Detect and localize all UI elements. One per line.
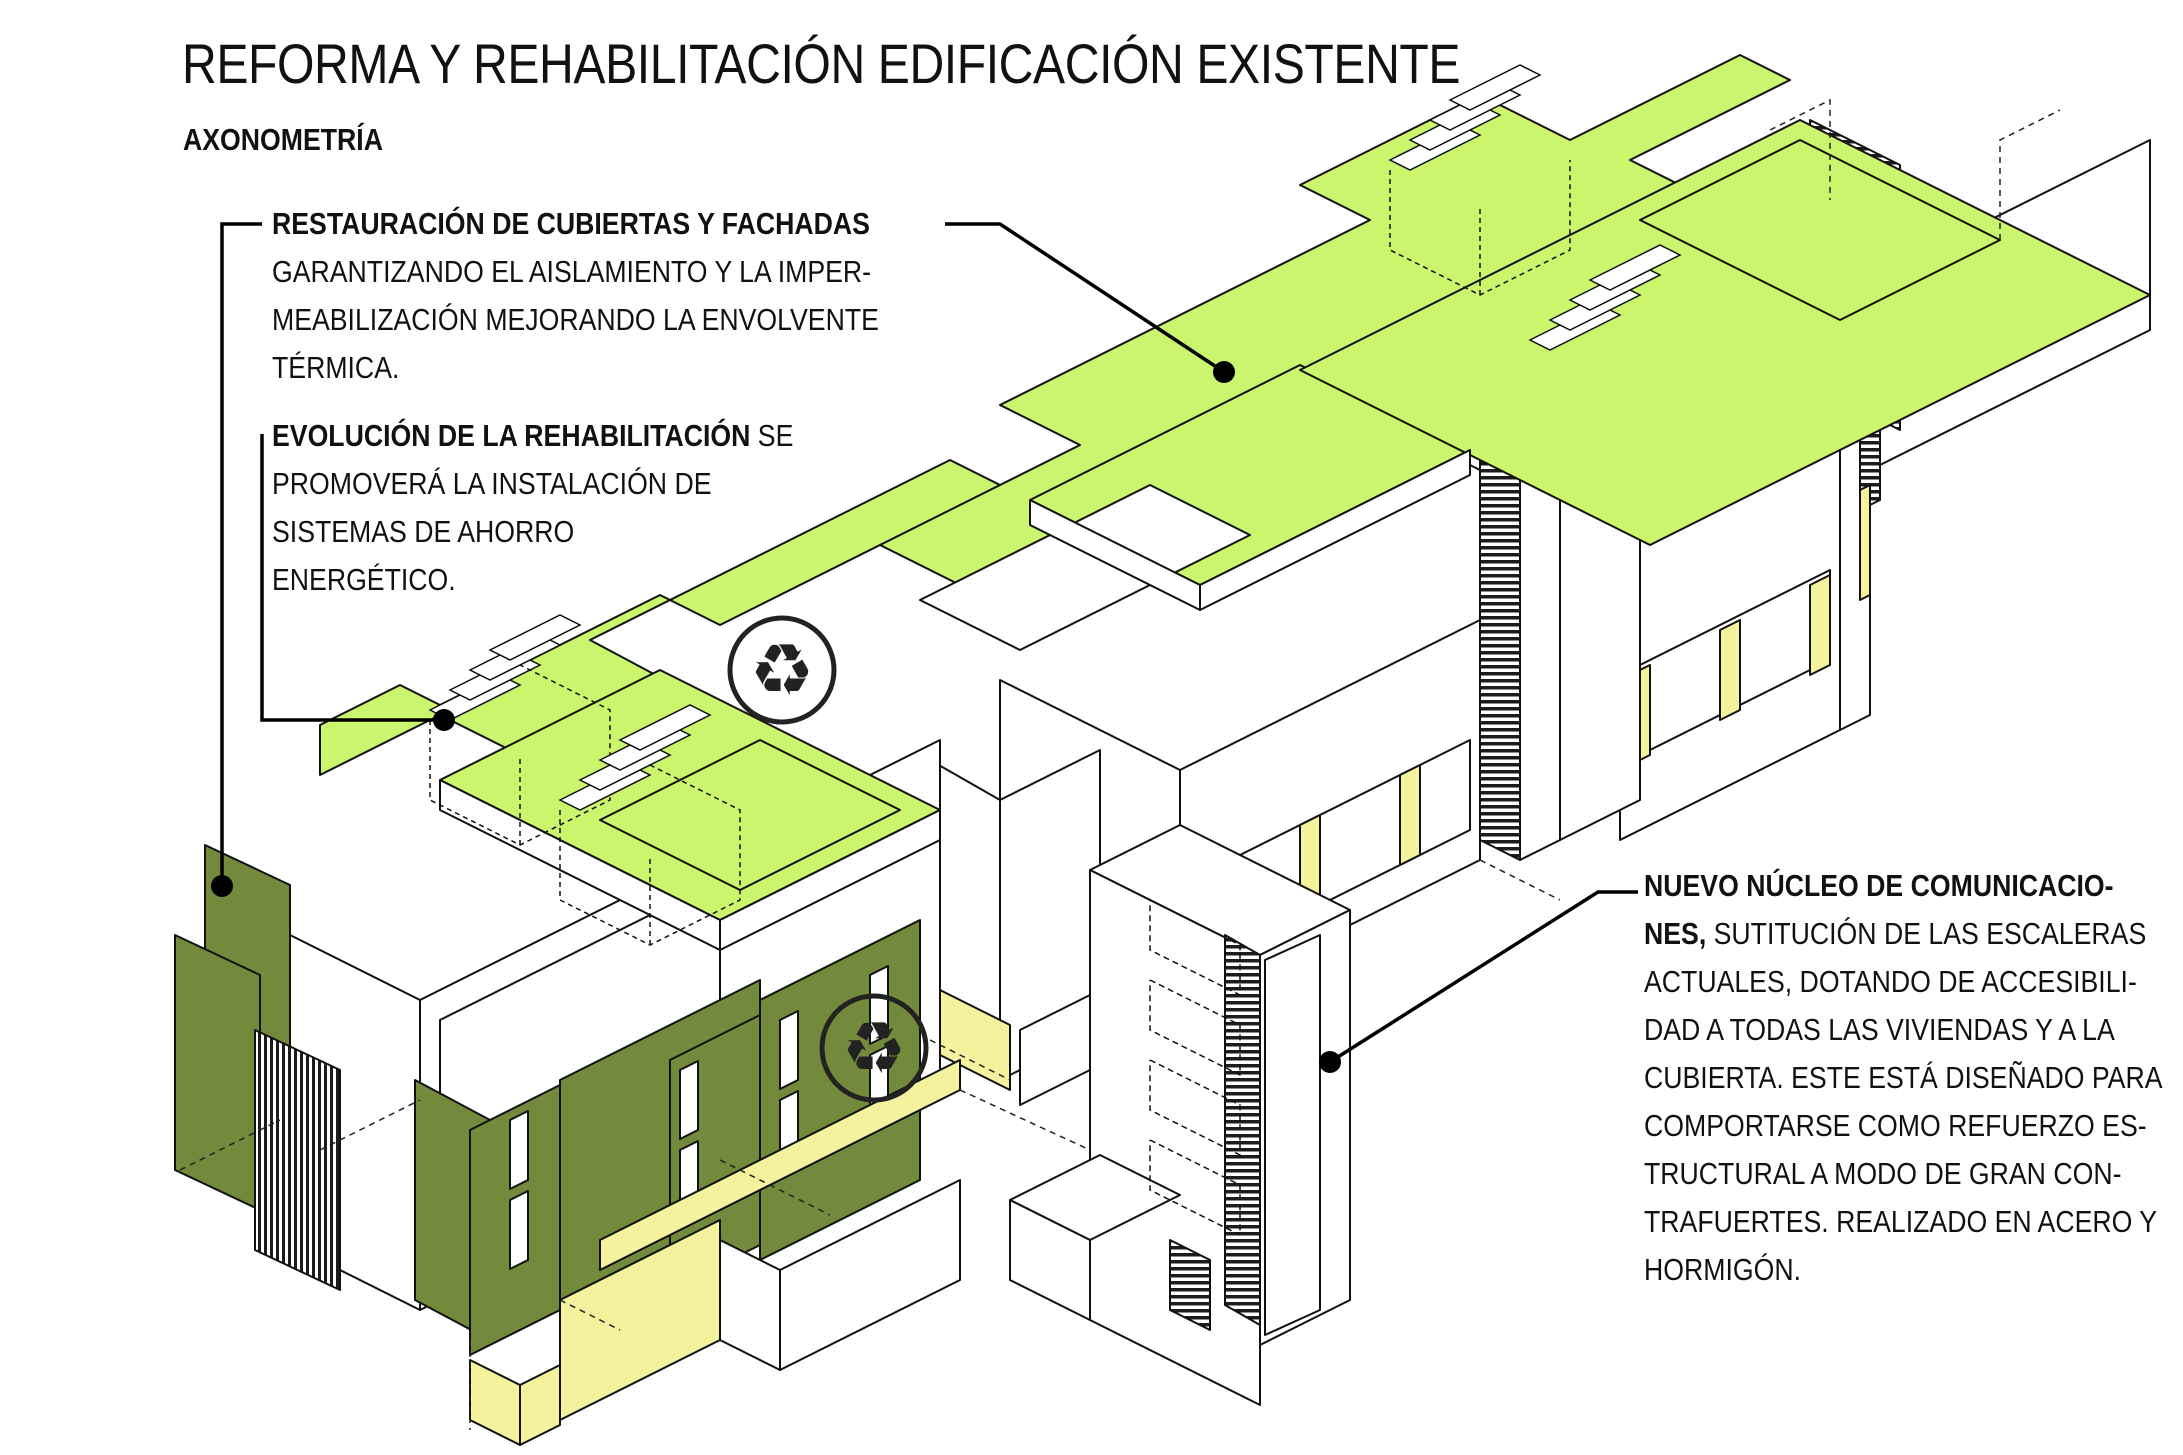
- page-subtitle: AXONOMETRÍA: [183, 122, 383, 157]
- annotation-roofs-heading: RESTAURACIÓN DE CUBIERTAS Y FACHADAS: [272, 206, 870, 241]
- recycle-icon: ♻ ♻: [727, 615, 929, 1103]
- annotation-core-line: TRUCTURAL A MODO DE GRAN CON-: [1644, 1156, 2122, 1191]
- annotation-core-line: CUBIERTA. ESTE ESTÁ DISEÑADO PARA: [1644, 1060, 2163, 1095]
- annotation-core-line: TRAFUERTES. REALIZADO EN ACERO Y: [1644, 1204, 2158, 1239]
- annotation-evolution-line: ENERGÉTICO.: [272, 562, 456, 597]
- new-communication-core: [1009, 824, 1351, 1406]
- annotation-core-line: HORMIGÓN.: [1644, 1252, 1802, 1287]
- leader-roofs-left: [220, 222, 262, 884]
- annotation-core-line: DAD A TODAS LAS VIVIENDAS Y A LA: [1644, 1012, 2115, 1047]
- leader-core: [1329, 890, 1638, 1064]
- annotation-roofs-line: TÉRMICA.: [272, 350, 400, 385]
- green-roof: [319, 54, 2151, 921]
- page-title: REFORMA Y REHABILITACIÓN EDIFICACIÓN EXI…: [182, 32, 1461, 95]
- annotation-evolution-tail: SE: [750, 418, 794, 453]
- annotation-roofs-line: MEABILIZACIÓN MEJORANDO LA ENVOLVENTE: [272, 302, 879, 337]
- annotation-roofs-line: GARANTIZANDO EL AISLAMIENTO Y LA IMPER-: [272, 254, 872, 289]
- ground-floor-glazing: [469, 1059, 961, 1446]
- annotation-evolution-line: PROMOVERÁ LA INSTALACIÓN DE: [272, 466, 712, 501]
- annotation-core-line: COMPORTARSE COMO REFUERZO ES-: [1644, 1108, 2147, 1143]
- annotation-core-line: ACTUALES, DOTANDO DE ACCESIBILI-: [1644, 964, 2137, 999]
- annotation-roofs: RESTAURACIÓN DE CUBIERTAS Y FACHADAS GAR…: [272, 200, 879, 392]
- core-stair-flights: [1149, 899, 1241, 1236]
- annotation-core: NUEVO NÚCLEO DE COMUNICACIO- NES, SUTITU…: [1644, 862, 2163, 1294]
- annotation-evolution: EVOLUCIÓN DE LA REHABILITACIÓN SE PROMOV…: [272, 412, 793, 604]
- leader-evolution: [260, 434, 444, 722]
- facade-louver: [254, 1029, 341, 1291]
- svg-text:♻: ♻: [842, 1006, 907, 1090]
- annotation-core-heading: NUEVO NÚCLEO DE COMUNICACIO-: [1644, 868, 2114, 903]
- annotation-evolution-heading: EVOLUCIÓN DE LA REHABILITACIÓN: [272, 418, 751, 453]
- leader-lines: [220, 222, 1638, 1064]
- annotation-core-tail: SUTITUCIÓN DE LAS ESCALERAS: [1706, 916, 2147, 951]
- dashed-construction-lines: [179, 98, 2061, 1430]
- leader-roofs-right: [945, 222, 1225, 374]
- solar-panel-icon: [428, 64, 1682, 946]
- annotation-core-heading: NES,: [1644, 916, 1707, 951]
- svg-text:♻: ♻: [750, 628, 815, 712]
- leader-dots: [211, 361, 1341, 1073]
- annotation-evolution-line: SISTEMAS DE AHORRO: [272, 514, 575, 549]
